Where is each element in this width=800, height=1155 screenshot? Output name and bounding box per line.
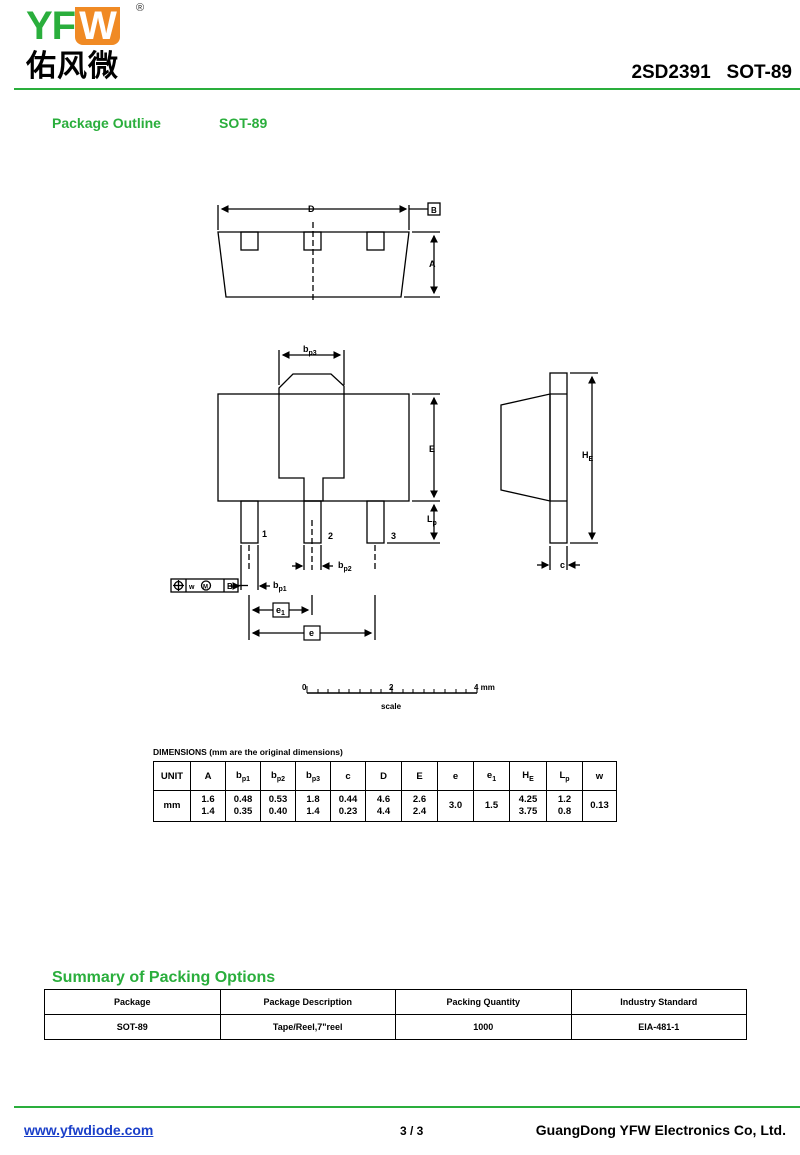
plan-view-tab xyxy=(278,373,345,502)
top-view-lead-1 xyxy=(240,231,259,251)
dim-header: e1 xyxy=(473,761,510,791)
label-datum-b-tol: B xyxy=(227,582,233,591)
footer-rule xyxy=(14,1106,800,1108)
packing-cell: SOT-89 xyxy=(44,1014,221,1040)
dim-unit-cell: mm xyxy=(153,790,191,822)
packing-header: Package xyxy=(44,989,221,1015)
top-view-lead-3 xyxy=(366,231,385,251)
label-e-body: E xyxy=(429,444,435,454)
label-m: M xyxy=(203,585,208,591)
scale-tick-4: 4 mm xyxy=(474,683,495,692)
dim-header-unit: UNIT xyxy=(153,761,191,791)
datum-b-box xyxy=(427,202,441,216)
dim-header: bp3 xyxy=(295,761,331,791)
label-a: A xyxy=(429,259,436,269)
scale-tick-0: 0 xyxy=(302,683,307,692)
label-bp2: bp2 xyxy=(338,560,352,573)
packing-cell: Tape/Reel,7"reel xyxy=(219,1014,396,1040)
side-view-lead xyxy=(549,372,568,544)
packing-cell: EIA-481-1 xyxy=(570,1014,747,1040)
outline-package: SOT-89 xyxy=(219,115,268,131)
dim-header: w xyxy=(582,761,617,791)
logo-chinese-name: 佑风微 xyxy=(26,49,119,84)
label-he: HE xyxy=(582,450,594,463)
header-rule xyxy=(14,88,800,90)
packing-header: Industry Standard xyxy=(570,989,747,1015)
label-d: D xyxy=(308,204,315,214)
dim-header: bp1 xyxy=(225,761,261,791)
packing-table: Package Package Description Packing Quan… xyxy=(44,989,747,1040)
label-pin-1: 1 xyxy=(262,529,267,539)
label-datum-b: B xyxy=(431,206,437,215)
label-e1: e1 xyxy=(276,605,285,617)
top-view-body xyxy=(217,231,410,298)
dim-header: E xyxy=(401,761,438,791)
plan-view-body xyxy=(217,393,410,502)
dimensions-caption: DIMENSIONS (mm are the original dimensio… xyxy=(153,747,343,757)
packing-title: Summary of Packing Options xyxy=(52,969,276,986)
label-pin-2: 2 xyxy=(328,531,333,541)
website-link[interactable]: www.yfwdiode.com xyxy=(24,1122,154,1138)
dim-header: e xyxy=(437,761,474,791)
dim-value-cell: 0.13 xyxy=(582,790,617,822)
package-outline-drawing: D B A bp3 E Lp HE 1 2 3 bp2 bp1 c w M B … xyxy=(170,202,598,711)
dim-header: A xyxy=(190,761,226,791)
plan-view-lead-1 xyxy=(240,500,259,544)
page-number: 3 / 3 xyxy=(400,1124,424,1138)
scale-caption: scale xyxy=(381,702,402,711)
dim-header: HE xyxy=(509,761,547,791)
dim-header: Lp xyxy=(546,761,583,791)
label-w: w xyxy=(188,584,195,591)
registered-mark: ® xyxy=(136,2,145,14)
label-e-pitch: e xyxy=(309,628,314,638)
packing-header: Packing Quantity xyxy=(395,989,572,1015)
label-bp3: bp3 xyxy=(303,344,317,357)
dim-value-cell: 1.5 xyxy=(473,790,510,822)
scale-tick-2: 2 xyxy=(389,683,394,692)
dim-header: D xyxy=(365,761,402,791)
label-c: c xyxy=(560,560,565,570)
part-number-heading: 2SD2391 SOT-89 xyxy=(631,62,792,83)
label-bp1: bp1 xyxy=(273,580,287,593)
packing-header: Package Description xyxy=(219,989,396,1015)
label-pin-3: 3 xyxy=(391,531,396,541)
dim-header: bp2 xyxy=(260,761,296,791)
outline-title: Package Outline xyxy=(52,115,161,131)
plan-view-lead-3 xyxy=(366,500,385,544)
company-name: GuangDong YFW Electronics Co, Ltd. xyxy=(535,1122,786,1138)
side-view-body xyxy=(500,393,551,502)
dim-value-cell: 3.0 xyxy=(437,790,474,822)
label-lp: Lp xyxy=(427,514,437,527)
packing-cell: 1000 xyxy=(395,1014,572,1040)
dim-header: c xyxy=(330,761,366,791)
